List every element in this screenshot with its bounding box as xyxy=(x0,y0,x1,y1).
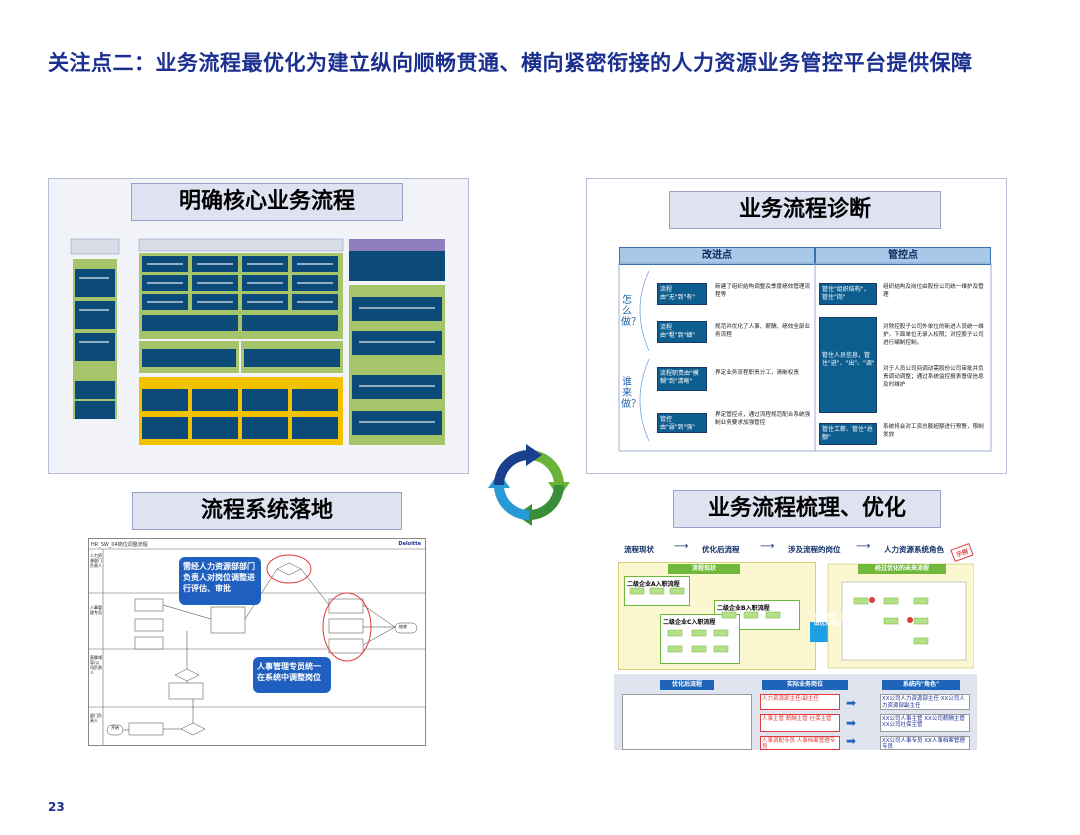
diagnosis-label: 业务流程诊断 xyxy=(669,191,941,229)
system-role: XX公司人事主管 XX公司薪酬主管 XX公司社保主管 xyxy=(880,714,970,732)
current-flow-header: 流程现状 xyxy=(668,564,740,574)
future-flow-header: 经过优化的未来流程 xyxy=(858,564,946,574)
improve-tag: 管控由"弱"到"强" xyxy=(657,413,707,433)
right-arrow-icon: ⟶ xyxy=(760,541,775,552)
optimize-arrow-text: 通过梳理，提出优化建议 xyxy=(814,614,848,627)
system-role: XX公司人力资源部主任 XX公司人力资源部副主任 xyxy=(880,694,970,710)
core-process-map xyxy=(70,238,445,445)
side-label-who: 谁来做？ xyxy=(621,377,641,410)
improve-text: 新建了组织结构调整及季度绩效管理流程等 xyxy=(715,284,811,298)
landing-panel: HR_SW_04岗位调整流程 Deloitte 需经人力资源部部门负责人对岗位调… xyxy=(88,538,426,746)
improve-text: 界定管控点，通过流程规范配合系统强制业务要求加强管控 xyxy=(715,412,811,426)
start-node: 开始 xyxy=(111,725,119,730)
optimized-flow-thumbnail xyxy=(622,694,752,750)
lane-label: 部门负责人 xyxy=(90,713,102,723)
improve-text: 界定业务流程职责分工，清晰权责 xyxy=(715,370,799,376)
lane-label: 人力资源部门负责人 xyxy=(90,553,102,568)
cycle-arrows-icon xyxy=(488,444,570,526)
right-arrow-icon: ➡ xyxy=(846,716,857,730)
lane-label: 直属领导/公司负责人 xyxy=(90,655,102,675)
control-header: 管控点 xyxy=(815,247,991,265)
callout-system-update: 人事管理专员统一在系统中调整岗位 xyxy=(253,657,331,693)
side-label-how: 怎么做？ xyxy=(621,295,641,328)
optimize-panel: 流程现状 ⟶ 优化后流程 ⟶ 涉及流程的岗位 ⟶ 人力资源系统角色 示例 流程现… xyxy=(614,538,977,750)
control-text: 对于人员公司间调动需股份公司审批并负责调动调整；通过系统监控报表督促信息及时维护 xyxy=(883,366,984,388)
step-label: 人力资源系统角色 xyxy=(884,545,944,554)
diagnosis-panel: 业务流程诊断 改进点 管控点 怎么做？ 谁来做？ 流程由"无"到"有" 新建了组… xyxy=(586,178,1007,474)
improve-tag: 流程由"粗"到"细" xyxy=(657,321,707,343)
example-badge: 示例 xyxy=(950,542,974,563)
right-arrow-icon: ⟶ xyxy=(674,541,689,552)
core-process-panel: 明确核心业务流程 xyxy=(48,178,469,474)
improve-tag: 流程由"无"到"有" xyxy=(657,283,707,305)
actual-role: 人事调配专员 人事档案管理专员 xyxy=(760,736,840,750)
improve-text: 规范并优化了人事、薪酬、绩效全部业务流程 xyxy=(715,324,811,338)
right-arrow-icon: ➡ xyxy=(846,696,857,710)
col-header: 系统内"角色" xyxy=(882,680,960,690)
flow-shapes xyxy=(629,563,974,669)
col-header: 实际业务岗位 xyxy=(762,680,848,690)
right-arrow-icon: ⟶ xyxy=(856,541,871,552)
actual-role: 人事主管 薪酬主管 社保主管 xyxy=(760,714,840,732)
flow-box: 二级企业C入职流程 xyxy=(660,614,740,664)
callout-review: 需经人力资源部部门负责人对岗位调整进行评估、审批 xyxy=(179,557,261,605)
page-number: 23 xyxy=(48,800,65,814)
lane-label: 人事管理专员 xyxy=(90,605,102,615)
control-text: 系统将会对工资总额超额进行预警，限制发放 xyxy=(883,424,984,438)
doc-title: HR_SW_04岗位调整流程 xyxy=(91,542,148,548)
page-title: 关注点二：业务流程最优化为建立纵向顺畅贯通、横向紧密衔接的人力资源业务管控平台提… xyxy=(48,51,973,75)
step-label: 流程现状 xyxy=(624,545,654,554)
deloitte-logo: Deloitte xyxy=(398,541,421,547)
control-tag: 管住工薪、管住"总额" xyxy=(819,423,877,445)
optimize-label: 业务流程梳理、优化 xyxy=(673,490,941,528)
right-arrow-icon: ➡ xyxy=(846,734,857,748)
swimlane-diagram xyxy=(89,548,425,745)
step-label: 优化后流程 xyxy=(702,545,740,554)
control-text: 组织结构及岗位由股份公司统一维护及管理 xyxy=(883,284,984,298)
step-label: 涉及流程的岗位 xyxy=(788,545,841,554)
control-tag: 管住人员信息，管住"进"、"出"、"调" xyxy=(819,317,877,413)
control-text: 对除控股子公司外单位的新进人员统一维护，下面单位无录入权限；对控股子公司进行编制… xyxy=(883,324,984,346)
control-tag: 管住"组织结构"，管住"岗" xyxy=(819,283,877,305)
col-header: 优化后流程 xyxy=(660,680,714,690)
improve-header: 改进点 xyxy=(619,247,815,265)
core-process-label: 明确核心业务流程 xyxy=(131,183,403,221)
end-node: 结束 xyxy=(399,624,407,629)
actual-role: 人力资源部主任/副主任 xyxy=(760,694,840,710)
system-role: XX公司人事专员 XX人事档案管理专员 xyxy=(880,736,970,750)
improve-tag: 流程职责由"模糊"到"清晰" xyxy=(657,367,707,391)
landing-label: 流程系统落地 xyxy=(132,492,402,530)
